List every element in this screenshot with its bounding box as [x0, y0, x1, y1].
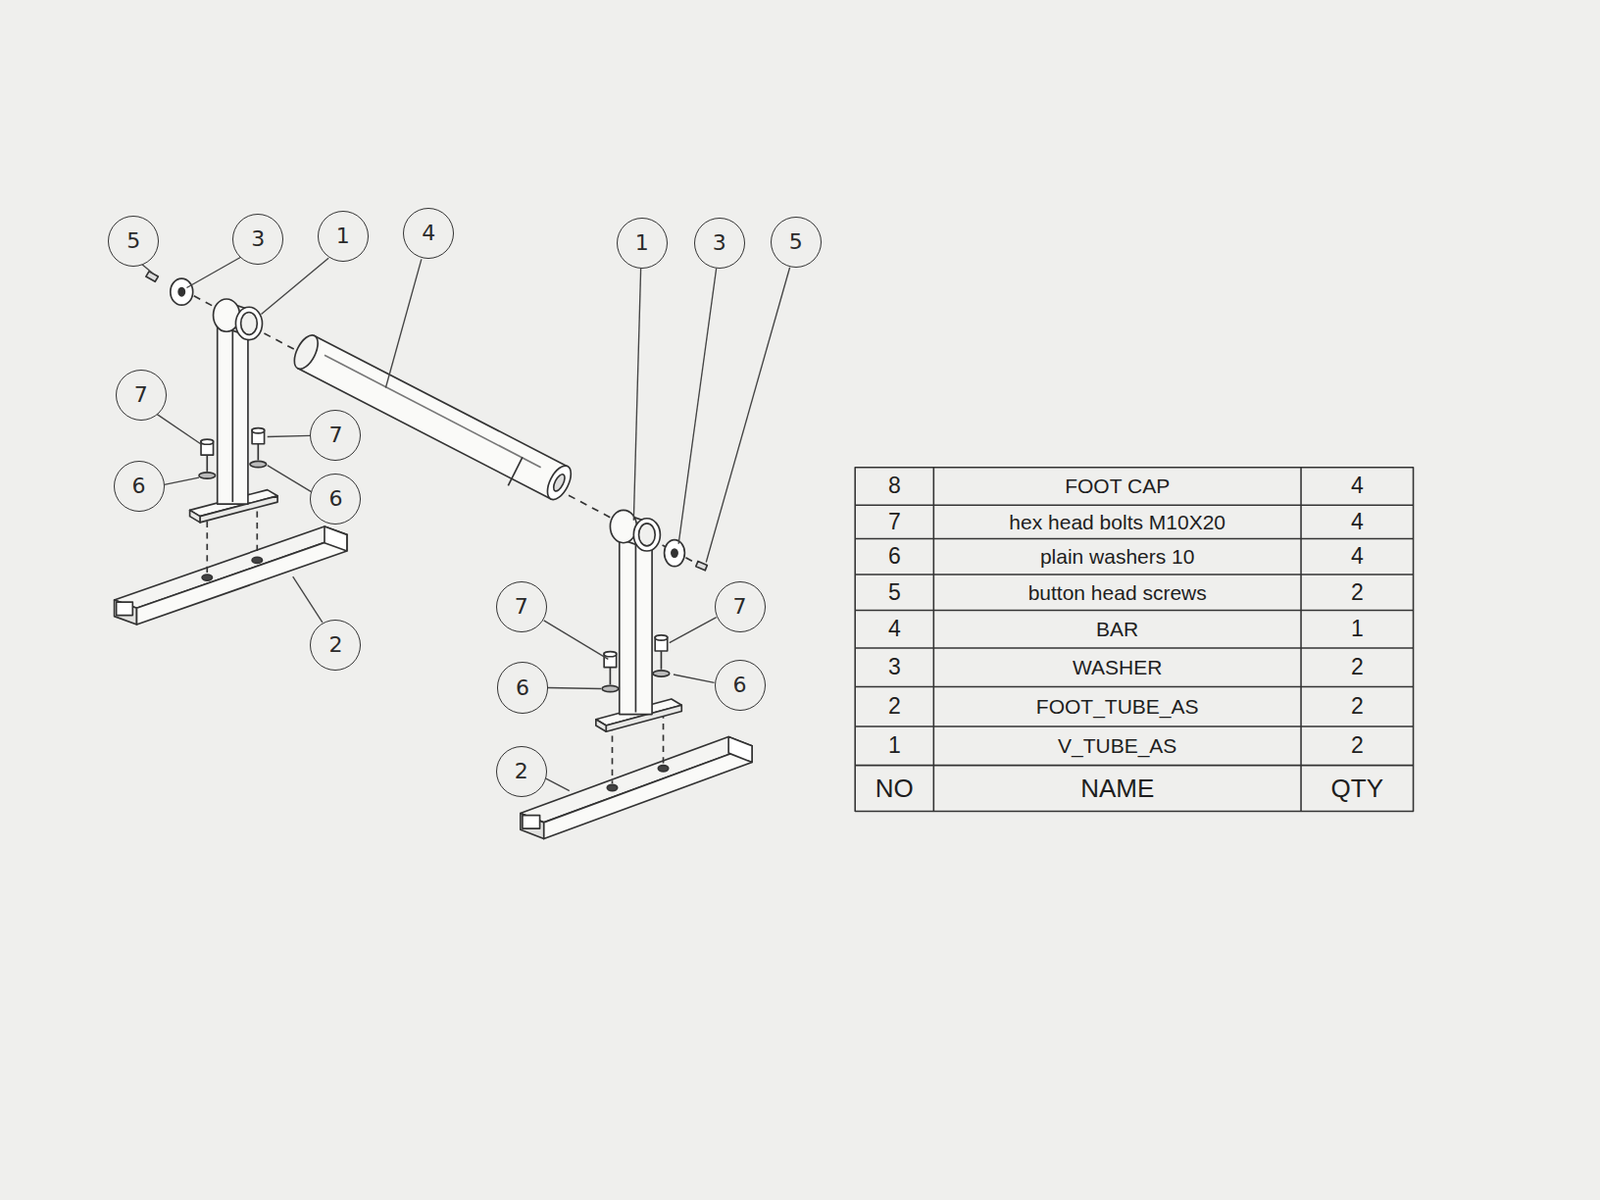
table-cell: BAR — [936, 611, 1299, 647]
table-cell: 3 — [857, 650, 931, 686]
callout-text: 6 — [132, 475, 147, 498]
table-cell: 6 — [857, 541, 931, 573]
table-cell: 4 — [1303, 506, 1410, 537]
callout-text: 6 — [733, 674, 748, 697]
callout-number: 6 — [113, 460, 165, 512]
table-cell: 1 — [857, 728, 931, 764]
table-cell: 4 — [1303, 541, 1410, 573]
callout-number: 5 — [770, 216, 822, 268]
callout-text: 4 — [421, 222, 436, 245]
callout-number: 7 — [309, 409, 361, 461]
callout-number: 5 — [107, 215, 159, 267]
callout-number: 2 — [309, 619, 361, 671]
table-cell: NAME — [936, 767, 1299, 810]
callout-number: 3 — [694, 217, 746, 269]
callout-text: 3 — [250, 228, 265, 250]
table-cell: NO — [857, 767, 931, 810]
table-cell: 1 — [1303, 611, 1410, 647]
table-cell: hex head bolts M10X20 — [936, 506, 1299, 537]
callout-text: 7 — [328, 424, 343, 447]
callout-number: 1 — [317, 210, 369, 262]
callout-number: 6 — [497, 661, 549, 713]
callout-text: 3 — [712, 232, 727, 254]
callout-text: 5 — [789, 231, 803, 253]
table-cell: FOOT_TUBE_AS — [936, 688, 1299, 725]
table-cell: 4 — [857, 611, 931, 647]
table-cell: QTY — [1303, 767, 1410, 810]
callout-text: 7 — [514, 596, 529, 618]
table-cell: 5 — [857, 576, 931, 608]
table-cell: WASHER — [936, 650, 1299, 686]
callout-number: 1 — [616, 217, 668, 269]
callout-number: 6 — [309, 473, 361, 525]
table-cell: FOOT CAP — [936, 469, 1299, 504]
table-cell: 2 — [1303, 688, 1410, 725]
callout-text: 7 — [134, 384, 149, 406]
table-cell: 2 — [1303, 576, 1410, 608]
callout-text: 5 — [126, 230, 141, 252]
callout-number: 6 — [714, 659, 766, 711]
callout-text: 6 — [515, 677, 530, 700]
table-cell: 2 — [1303, 650, 1410, 686]
callout-number: 4 — [402, 207, 454, 259]
callout-number: 3 — [232, 213, 284, 265]
table-cell: 4 — [1303, 469, 1410, 504]
callout-text: 1 — [635, 232, 650, 254]
table-cell: button head screws — [936, 576, 1299, 608]
callout-text: 6 — [328, 488, 343, 510]
parts-table-grid — [854, 467, 1413, 812]
callout-text: 7 — [733, 596, 748, 618]
axis-line — [194, 296, 704, 568]
table-cell: 7 — [857, 506, 931, 537]
callout-number: 2 — [496, 746, 548, 798]
table-cell: V_TUBE_AS — [936, 728, 1299, 764]
callout-number: 7 — [115, 369, 167, 421]
callout-text: 2 — [514, 760, 529, 783]
left-stand — [114, 271, 348, 625]
table-cell: 2 — [857, 688, 931, 725]
leader-lines — [142, 256, 791, 791]
callout-text: 1 — [336, 225, 350, 248]
table-cell: 8 — [857, 469, 931, 504]
callout-number: 7 — [714, 581, 766, 633]
callout-text: 2 — [328, 634, 343, 656]
table-cell: plain washers 10 — [936, 541, 1299, 573]
callout-number: 7 — [496, 581, 548, 633]
table-cell: 2 — [1303, 728, 1410, 764]
